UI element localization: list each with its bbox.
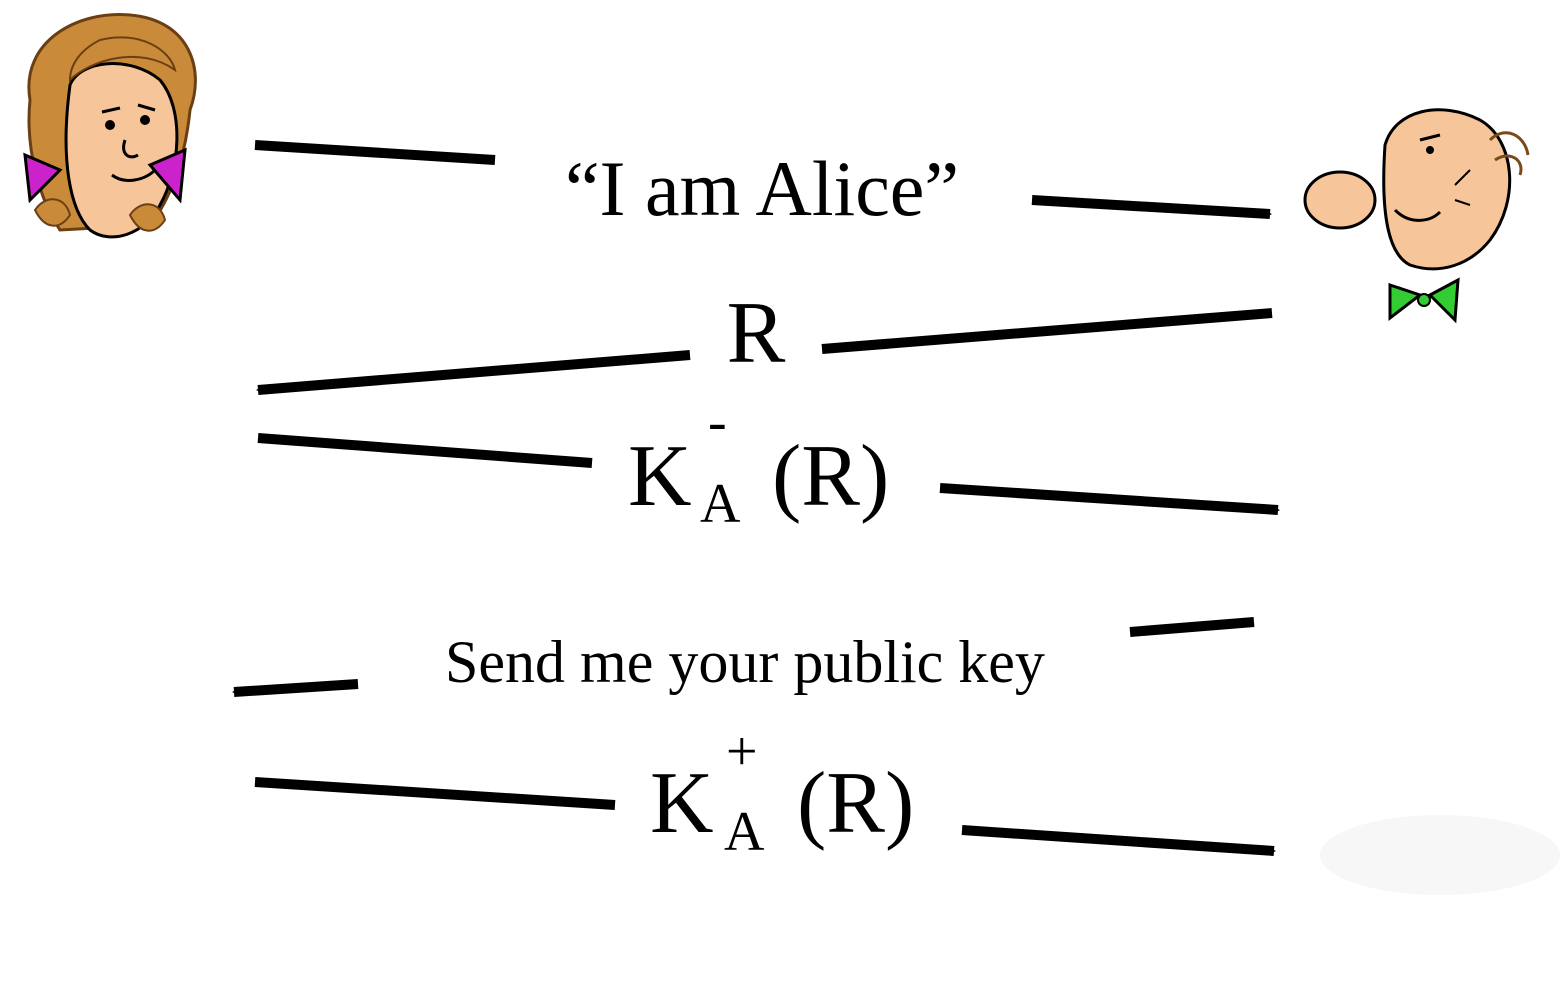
message-1-arrow (1031, 195, 1272, 219)
message-3-key-superscript: - (708, 391, 727, 453)
message-5-arrow (961, 825, 1276, 856)
message-2-line-right (821, 308, 1273, 354)
message-5-line-left (254, 777, 616, 810)
message-1-line-left (254, 140, 496, 165)
message-2-nonce: R (256, 285, 1273, 395)
message-4-arrow (232, 679, 359, 697)
message-1-label: “I am Alice” (565, 145, 959, 232)
message-5-key-base: K (650, 755, 714, 852)
message-1-i-am-alice: “I am Alice” (254, 140, 1272, 232)
message-2-label: R (727, 285, 786, 382)
message-5-public-key: K + A (R) (254, 721, 1276, 863)
message-4-public-key-request: Send me your public key (232, 617, 1255, 697)
message-3-argument: (R) (772, 428, 889, 525)
message-5-key-superscript: + (726, 721, 758, 783)
alice-icon (23, 12, 197, 239)
message-5-key-subscript: A (724, 801, 765, 863)
message-2-arrow (256, 350, 691, 395)
message-3-key-subscript: A (700, 473, 741, 535)
message-3-key-base: K (628, 428, 692, 525)
message-5-argument: (R) (797, 755, 914, 852)
message-3-line-left (257, 433, 593, 468)
message-4-label: Send me your public key (445, 629, 1045, 695)
bob-icon (1303, 108, 1530, 324)
message-3-signed-nonce: K - A (R) (257, 391, 1280, 535)
message-3-arrow (939, 483, 1280, 515)
message-4-line-right (1129, 617, 1255, 637)
faint-smudge (1320, 815, 1560, 895)
